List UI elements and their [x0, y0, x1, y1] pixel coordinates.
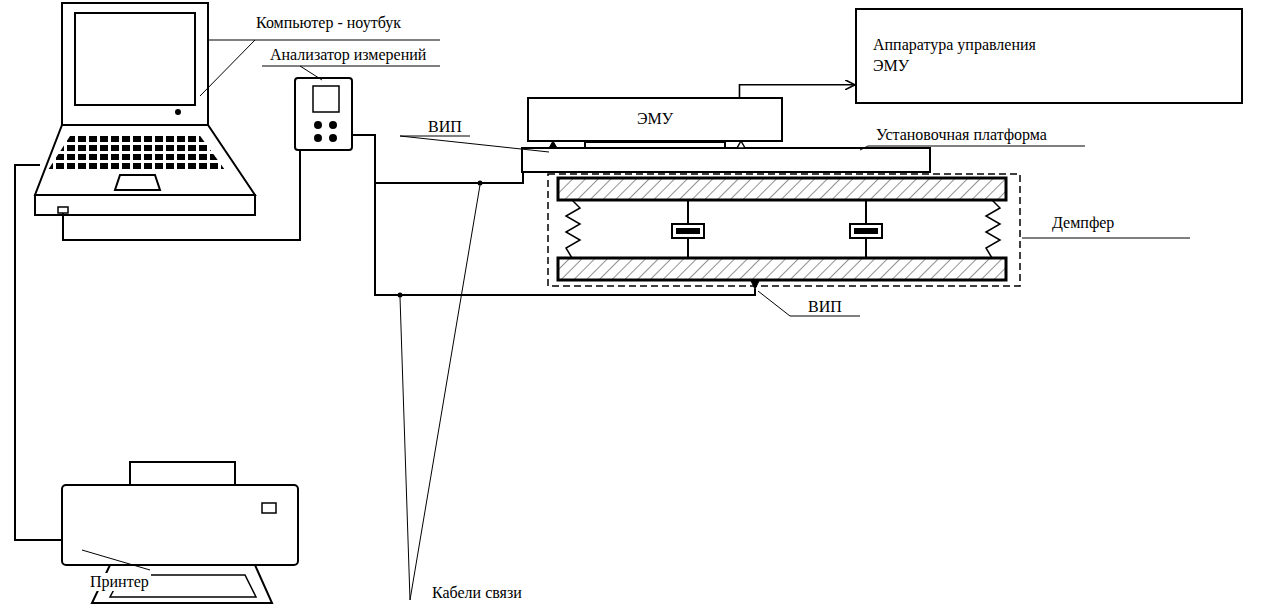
emu-box: ЭМУ	[527, 97, 783, 142]
sensor-label: ВИП	[808, 298, 842, 316]
part-label: Кабели связи	[432, 584, 522, 602]
sensor	[737, 141, 745, 148]
damper	[548, 174, 1020, 286]
mounting-platform	[522, 148, 930, 172]
part-label: Установочная платформа	[876, 126, 1047, 144]
part-label: Анализатор измерений	[270, 46, 426, 64]
part-label: Компьютер - ноутбук	[256, 14, 401, 32]
printer	[62, 462, 298, 603]
leader-line	[82, 40, 1190, 600]
part-label: Принтер	[88, 573, 151, 591]
control-equipment-box: Аппаратура управления ЭМУ	[855, 8, 1243, 104]
measurement-analyzer	[295, 78, 352, 150]
vibration-sensor	[751, 281, 759, 289]
node-text: Аппаратура управления ЭМУ	[873, 35, 1043, 77]
laptop	[35, 3, 255, 215]
sensor-label: ВИП	[428, 118, 462, 136]
part-label: Демпфер	[1052, 214, 1114, 232]
vibration-sensor	[549, 141, 557, 148]
node-text: ЭМУ	[529, 109, 781, 130]
signal-arrow	[739, 85, 855, 97]
